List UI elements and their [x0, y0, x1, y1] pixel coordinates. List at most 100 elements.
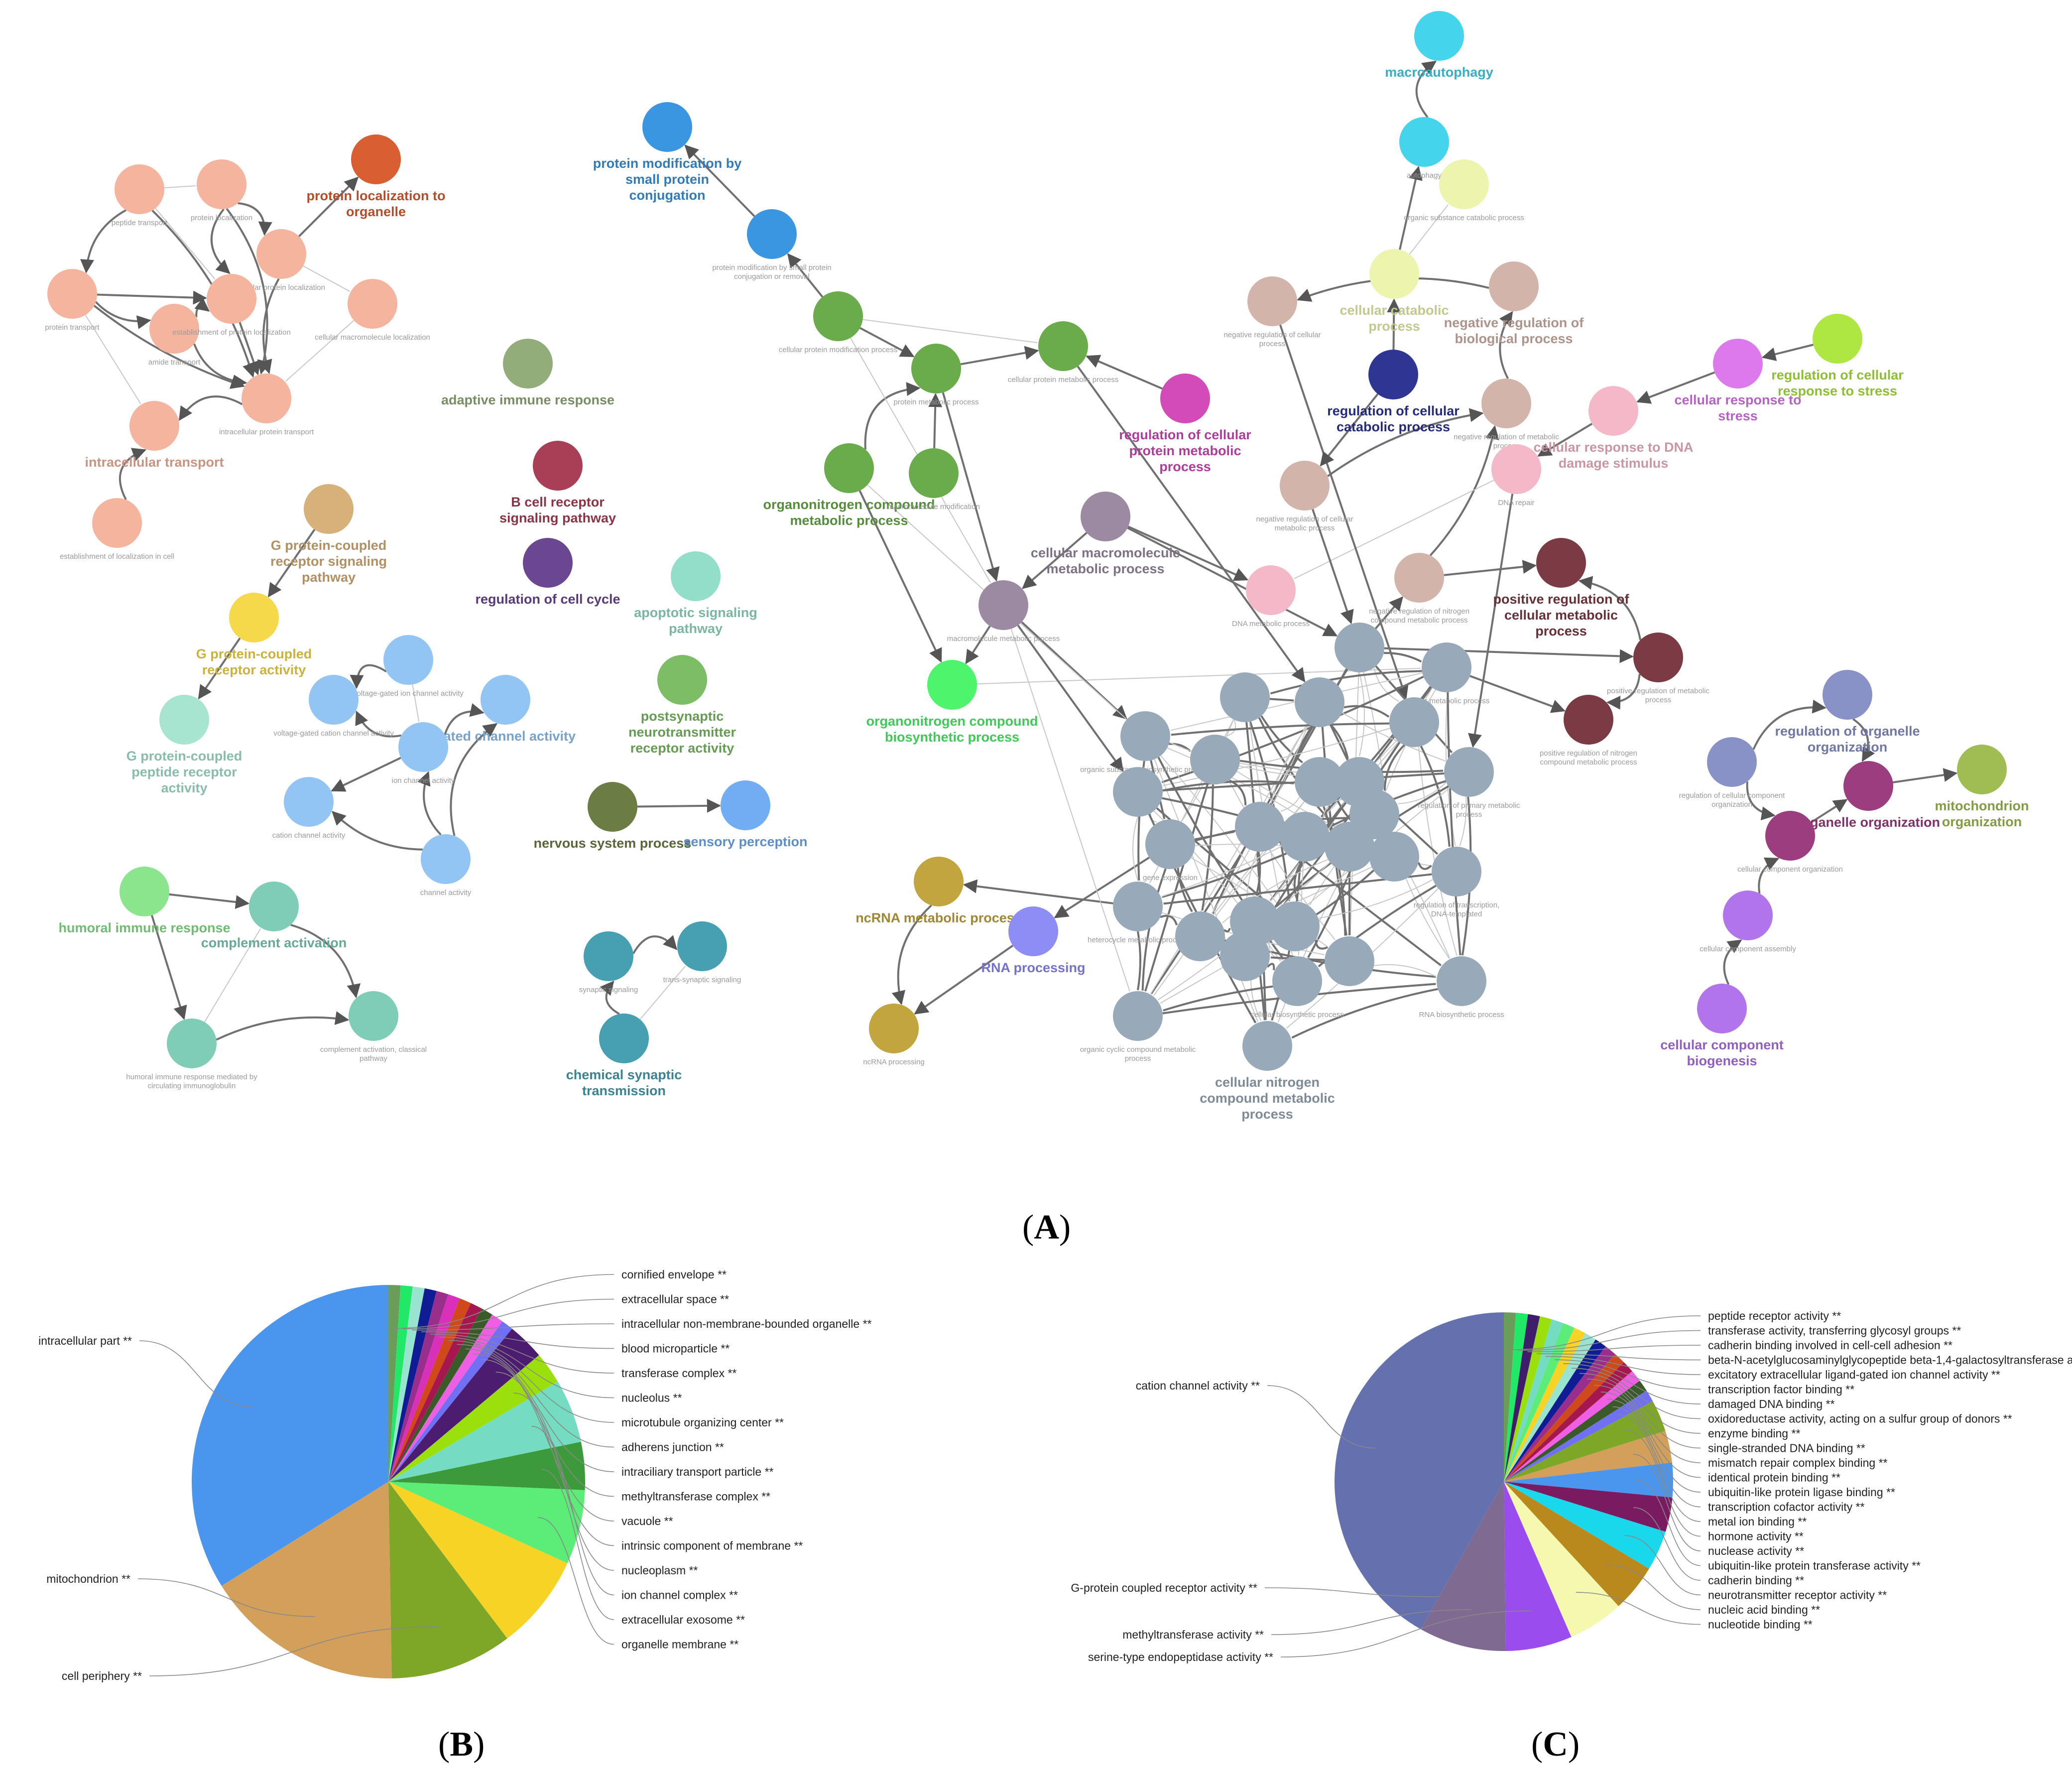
pie-slice [1504, 1371, 1640, 1482]
pie-slice-label: ubiquitin-like protein ligase binding ** [1708, 1486, 1895, 1499]
network-edge [1270, 670, 1422, 695]
pie-slice-label: transferase complex ** [621, 1367, 736, 1380]
network-node [671, 551, 721, 601]
network-edge [1387, 298, 1401, 350]
pie-slice-label: nucleic acid binding ** [1708, 1603, 1820, 1616]
pie-slice-label: cornified envelope ** [621, 1268, 727, 1281]
network-node [159, 695, 209, 745]
network-node [1247, 276, 1297, 326]
network-edge [1323, 806, 1346, 936]
panel-label-b: (B) [438, 1725, 485, 1764]
network-edge [914, 944, 1014, 1015]
network-node-label: peptide transport [112, 219, 168, 227]
network-edge [1223, 928, 1231, 933]
network-edge [632, 935, 678, 954]
network-node-label: cellular protein metabolic process [1008, 376, 1119, 384]
network-node [348, 279, 397, 329]
panel-label-c: (C) [1531, 1725, 1580, 1764]
pie-slice [1504, 1312, 1528, 1482]
pie-slice-label: hormone activity ** [1708, 1530, 1804, 1543]
network-node [1038, 321, 1088, 371]
pie-slice [1504, 1482, 1673, 1532]
network-edge [1469, 675, 1566, 713]
network-node [1823, 670, 1872, 720]
network-node [503, 339, 553, 388]
network-edge [1161, 846, 1282, 897]
pie-slice [1504, 1362, 1632, 1482]
network-edge [194, 297, 210, 317]
network-edge [303, 265, 350, 292]
pie-slice [1420, 1482, 1506, 1651]
network-node [1389, 697, 1439, 747]
network-edge [1852, 718, 1875, 762]
pie-slice [1504, 1401, 1666, 1482]
network-edge [1343, 705, 1390, 718]
network-node-label: regulation of transcription,DNA-template… [1414, 901, 1500, 918]
network-edge [1291, 988, 1438, 1039]
network-node-label: establishment of localization in cell [60, 552, 174, 561]
pie-slice [1504, 1327, 1585, 1482]
network-edge [450, 723, 498, 836]
pie-slice [1504, 1482, 1619, 1637]
network-edge [1279, 324, 1409, 699]
network-node [229, 593, 279, 642]
pie-leader-line [412, 1323, 614, 1331]
network-node [584, 931, 633, 981]
network-node [927, 660, 977, 710]
network-edge [1405, 878, 1450, 959]
network-edge [258, 278, 280, 374]
network-node [1235, 802, 1285, 852]
network-edge [1375, 596, 1403, 630]
network-edge [1266, 963, 1275, 970]
network-edge [1312, 509, 1354, 625]
pie-slice-label: ion channel complex ** [621, 1589, 738, 1602]
network-edge [1144, 783, 1209, 992]
pie-slice-label: transcription cofactor activity ** [1708, 1501, 1865, 1514]
pie-leader-line [1563, 1363, 1701, 1404]
network-edge [1132, 816, 1138, 881]
network-edge [1258, 717, 1336, 826]
pie-leader-line [448, 1340, 614, 1423]
network-edge [1268, 941, 1283, 961]
network-node [1220, 672, 1270, 722]
network-node [523, 538, 573, 588]
network-edge [942, 392, 1000, 582]
network-node [398, 722, 448, 772]
network-node [149, 304, 199, 354]
network-edge [1260, 715, 1303, 764]
network-node-label: establishment of protein localization [172, 328, 291, 337]
pie-slice [1504, 1314, 1540, 1482]
pie-leader-line [430, 1333, 614, 1374]
network-edge [1228, 780, 1336, 940]
network-node [1335, 623, 1384, 672]
network-node-label: heterocycle metabolic process [1088, 936, 1188, 944]
network-edge [965, 625, 991, 664]
pie-slice [1335, 1312, 1504, 1630]
network-node [1536, 538, 1586, 588]
network-node [1160, 374, 1210, 423]
pie-slice [1504, 1462, 1673, 1498]
pie-slice-label: cell periphery ** [62, 1669, 142, 1682]
pie-slice [1504, 1312, 1516, 1482]
network-node [869, 1004, 919, 1053]
network-node [1765, 811, 1815, 861]
network-edge [963, 879, 1113, 904]
network-edge [93, 305, 245, 389]
pie-slice [1504, 1333, 1596, 1482]
pie-leader-line [1600, 1392, 1701, 1478]
network-node [914, 857, 964, 906]
pie-slice [388, 1288, 437, 1482]
pie-slice [191, 1285, 388, 1586]
pie-slice [388, 1291, 449, 1482]
network-node [284, 777, 334, 827]
network-node-label: RNA biosynthetic process [1419, 1011, 1504, 1019]
network-node [588, 782, 637, 832]
network-edge [1761, 344, 1814, 361]
